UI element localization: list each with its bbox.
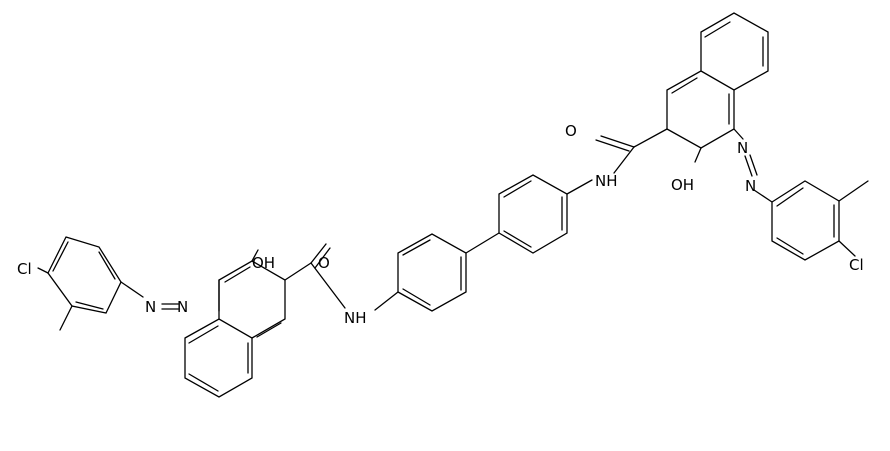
azo-n-label-right-upper: N	[737, 139, 748, 157]
azo-n-label-right-lower: N	[745, 177, 756, 195]
azo-n-label-left-outer: N	[145, 298, 156, 316]
hydroxyl-label-right: OH	[671, 176, 694, 194]
azo-n-label-left-inner: N	[177, 298, 188, 316]
amide-nh-label-right: NH	[595, 172, 618, 190]
carbonyl-o-label-right: O	[565, 122, 577, 140]
hydroxyl-label-left: OH	[252, 254, 275, 272]
chlorine-label-right: Cl	[849, 256, 864, 274]
carbonyl-o-label-left: O	[318, 254, 330, 272]
chlorine-label-left: Cl	[17, 260, 32, 278]
atom-labels: Cl N N OH O NH NH O OH N N Cl	[17, 122, 864, 327]
bonds	[37, 12, 869, 398]
amide-nh-label-left: NH	[344, 309, 367, 327]
